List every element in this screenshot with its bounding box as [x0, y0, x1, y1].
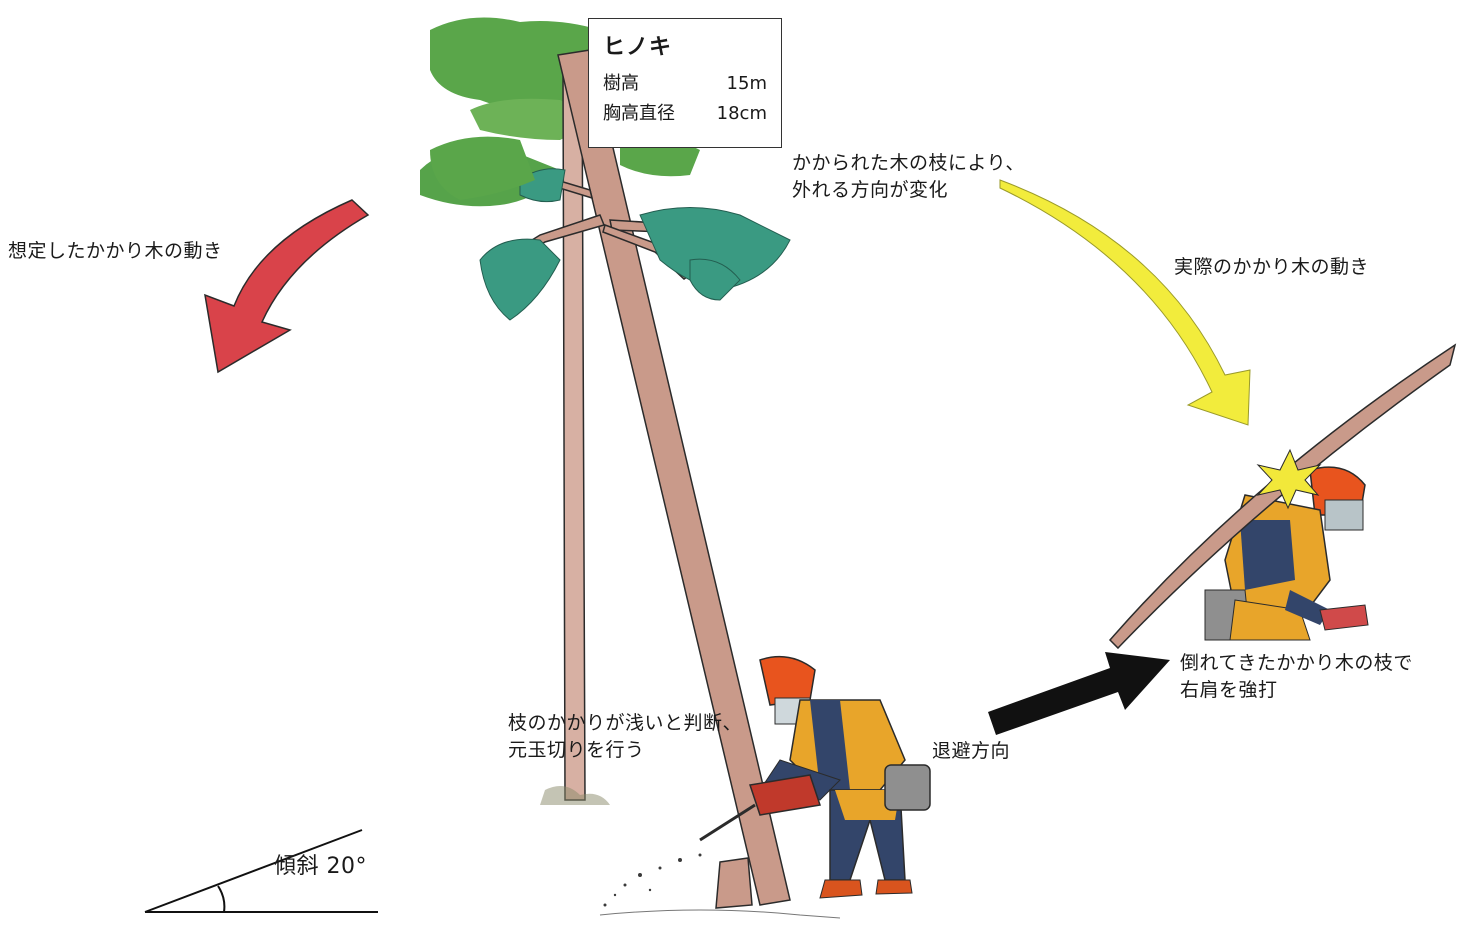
actual-motion-label: 実際のかかり木の動き: [1174, 256, 1370, 278]
impact-star-icon: [1256, 448, 1322, 510]
injury-line1: 倒れてきたかかり木の枝で: [1180, 652, 1413, 674]
curved-red-arrow-icon: [204, 199, 370, 374]
height-row: 樹高 15m: [603, 69, 767, 99]
falling-tree-trunk: [1108, 343, 1457, 650]
stump: [715, 857, 753, 909]
dbh-row: 胸高直径 18cm: [603, 99, 767, 129]
injury-label: 倒れてきたかかり木の枝で 右肩を強打: [1180, 650, 1413, 704]
dbh-value: 18cm: [716, 103, 767, 124]
tree-info-box: ヒノキ 樹高 15m 胸高直径 18cm: [588, 18, 782, 148]
slope-label: 傾斜 20°: [274, 854, 367, 879]
sawdust: [603, 853, 702, 907]
branch-change-label: かかられた木の枝により、 外れる方向が変化: [792, 150, 1025, 204]
leaning-tree-foliage: [479, 168, 791, 321]
injury-line2: 右肩を強打: [1180, 679, 1278, 701]
curved-yellow-arrow-icon: [999, 179, 1251, 426]
worker-cutting: [699, 655, 931, 899]
standing-tree-trunk: [562, 69, 586, 801]
judgment-label: 枝のかかりが浅いと判断、 元玉切りを行う: [508, 710, 742, 764]
species-name: ヒノキ: [603, 35, 673, 60]
worker-struck: [1204, 466, 1369, 641]
slope-angle-icon: [144, 829, 378, 913]
branch-change-line2: 外れる方向が変化: [792, 179, 949, 201]
dbh-label: 胸高直径: [603, 103, 675, 124]
branch-change-line1: かかられた木の枝により、: [792, 152, 1025, 174]
judgment-line2: 元玉切りを行う: [508, 739, 645, 761]
black-arrow-icon: [988, 652, 1170, 735]
height-label: 樹高: [603, 73, 639, 94]
leaning-tree-trunk: [557, 49, 791, 906]
escape-direction-label: 退避方向: [932, 740, 1011, 762]
expected-motion-label: 想定したかかり木の動き: [8, 240, 223, 262]
height-value: 15m: [726, 73, 767, 94]
judgment-line1: 枝のかかりが浅いと判断、: [508, 712, 743, 734]
